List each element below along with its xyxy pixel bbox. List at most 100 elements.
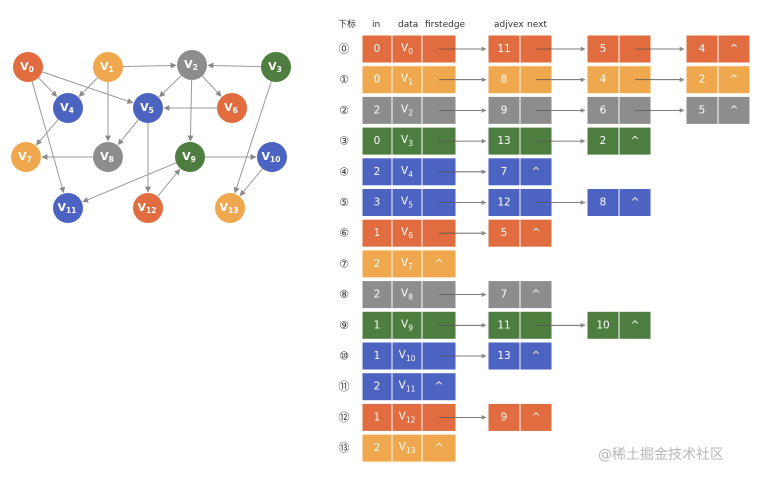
node-circle bbox=[53, 193, 83, 223]
edge-v1-v4 bbox=[78, 77, 98, 97]
node-circle bbox=[53, 93, 83, 123]
null-pointer: ^ bbox=[631, 319, 640, 331]
header-adjvex: adjvex bbox=[494, 20, 524, 30]
node-circle bbox=[177, 50, 207, 80]
adjvex-cell bbox=[487, 34, 521, 64]
vertex-data-value: V9 bbox=[401, 318, 413, 332]
graph-node-v4: V4 bbox=[53, 93, 83, 123]
node-label: V8 bbox=[100, 150, 114, 164]
vertex-data-value: V6 bbox=[401, 226, 413, 240]
data-cell bbox=[391, 402, 423, 432]
adjvex-value: 13 bbox=[497, 135, 510, 147]
row-index: ⑦ bbox=[339, 257, 349, 270]
data-cell bbox=[391, 341, 423, 371]
header-firstedge: firstedge bbox=[425, 20, 466, 30]
null-pointer: ^ bbox=[631, 135, 640, 147]
row-index: ① bbox=[339, 73, 349, 86]
edge-node: 7^ bbox=[487, 280, 553, 310]
graph-node-v5: V5 bbox=[133, 93, 163, 123]
row-index: ⓪ bbox=[339, 43, 350, 56]
in-cell bbox=[361, 249, 393, 279]
adjvex-cell bbox=[487, 341, 521, 371]
edge-node: 2^ bbox=[586, 126, 652, 156]
in-degree-value: 2 bbox=[374, 104, 381, 116]
adjvex-value: 8 bbox=[501, 74, 508, 86]
adjvex-cell bbox=[487, 188, 521, 217]
edge-node: 13 bbox=[487, 126, 586, 156]
edge-node: 8^ bbox=[586, 188, 652, 217]
node-label: V11 bbox=[58, 201, 77, 215]
data-cell bbox=[391, 310, 423, 340]
edge-node: 5 bbox=[586, 34, 685, 64]
node-circle bbox=[175, 142, 205, 172]
node-label: V5 bbox=[140, 101, 154, 115]
vertex-data-value: V10 bbox=[399, 349, 416, 363]
next-cell bbox=[519, 157, 553, 187]
row-index: ② bbox=[339, 104, 349, 117]
adjvex-cell bbox=[487, 280, 521, 310]
data-cell bbox=[391, 249, 423, 279]
node-label: V3 bbox=[268, 60, 282, 74]
data-cell bbox=[391, 34, 423, 64]
null-pointer: ^ bbox=[435, 381, 444, 393]
node-label: V12 bbox=[138, 201, 157, 215]
in-degree-value: 1 bbox=[374, 227, 381, 239]
row-index: ⑫ bbox=[339, 411, 350, 424]
graph-node-v11: V11 bbox=[53, 193, 83, 223]
adjvex-cell bbox=[685, 34, 719, 64]
node-label: V6 bbox=[224, 101, 238, 115]
adjvex-value: 4 bbox=[600, 74, 607, 86]
in-cell bbox=[361, 157, 393, 187]
data-cell bbox=[391, 280, 423, 310]
edge-node: 8 bbox=[487, 65, 586, 95]
adjvex-cell bbox=[487, 157, 521, 187]
graph-node-v12: V12 bbox=[133, 193, 163, 223]
row-index: ⑨ bbox=[339, 319, 349, 332]
edge-v4-v7 bbox=[36, 119, 59, 146]
adjvex-value: 8 bbox=[600, 197, 607, 209]
adjvex-value: 7 bbox=[501, 289, 508, 301]
edge-v0-v4 bbox=[38, 77, 58, 97]
edge-node: 5^ bbox=[685, 95, 751, 125]
adjvex-value: 11 bbox=[497, 319, 510, 331]
vertex-data-value: V5 bbox=[401, 196, 413, 210]
in-degree-value: 2 bbox=[374, 442, 381, 454]
adjvex-value: 9 bbox=[501, 104, 508, 116]
graph-edges bbox=[31, 62, 272, 203]
adjvex-cell bbox=[685, 65, 719, 95]
in-cell bbox=[361, 372, 393, 402]
node-circle bbox=[93, 52, 123, 82]
null-pointer: ^ bbox=[435, 442, 444, 454]
null-pointer: ^ bbox=[730, 104, 739, 116]
null-pointer: ^ bbox=[532, 166, 541, 178]
next-cell bbox=[618, 310, 652, 340]
edge-node: 4^ bbox=[685, 34, 751, 64]
graph-node-v13: V13 bbox=[215, 193, 245, 223]
adjvex-cell bbox=[487, 402, 521, 432]
edge-node: 5^ bbox=[487, 218, 553, 248]
in-degree-value: 1 bbox=[374, 350, 381, 362]
in-degree-value: 2 bbox=[374, 166, 381, 178]
edge-v1-v2 bbox=[122, 62, 177, 69]
null-pointer: ^ bbox=[730, 74, 739, 86]
node-circle bbox=[13, 52, 43, 82]
node-label: V4 bbox=[60, 101, 74, 115]
adjvex-value: 10 bbox=[596, 319, 609, 331]
graph-node-v7: V7 bbox=[11, 142, 41, 172]
edge-node: 9^ bbox=[487, 402, 553, 432]
adjvex-cell bbox=[487, 95, 521, 125]
edge-node: 7^ bbox=[487, 157, 553, 187]
next-cell bbox=[519, 218, 553, 248]
vertex-data-value: V12 bbox=[399, 410, 416, 424]
